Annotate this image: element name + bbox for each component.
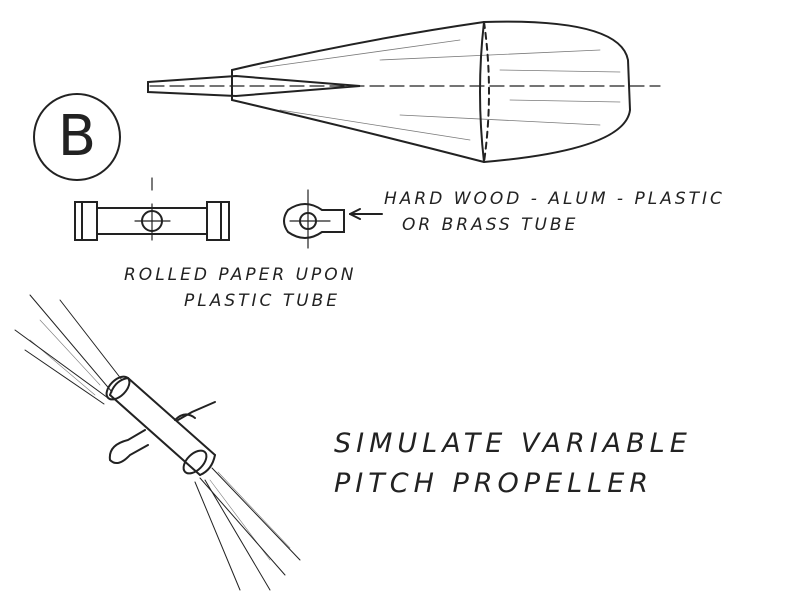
tube-end-view xyxy=(283,189,383,249)
paper-label-line-1: ROLLED PAPER UPON xyxy=(124,265,357,285)
tube-material-label: HARD WOOD - ALUM - PLASTIC OR BRASS TUBE xyxy=(384,186,725,238)
paper-label-line-2: PLASTIC TUBE xyxy=(184,291,341,311)
rolled-paper-label: ROLLED PAPER UPON PLASTIC TUBE xyxy=(124,262,356,314)
propeller-assembly xyxy=(14,294,301,591)
title-line-2: PITCH PROPELLER xyxy=(334,468,654,499)
rolled-paper-tube xyxy=(74,177,230,241)
propeller-hub-body xyxy=(147,20,661,164)
tube-label-line-1: HARD WOOD - ALUM - PLASTIC xyxy=(384,189,725,209)
title-line-1: SIMULATE VARIABLE xyxy=(334,428,692,459)
tube-label-line-2: OR BRASS TUBE xyxy=(402,215,579,235)
diagram-title: SIMULATE VARIABLE PITCH PROPELLER xyxy=(334,424,692,504)
section-badge: B xyxy=(33,93,121,181)
